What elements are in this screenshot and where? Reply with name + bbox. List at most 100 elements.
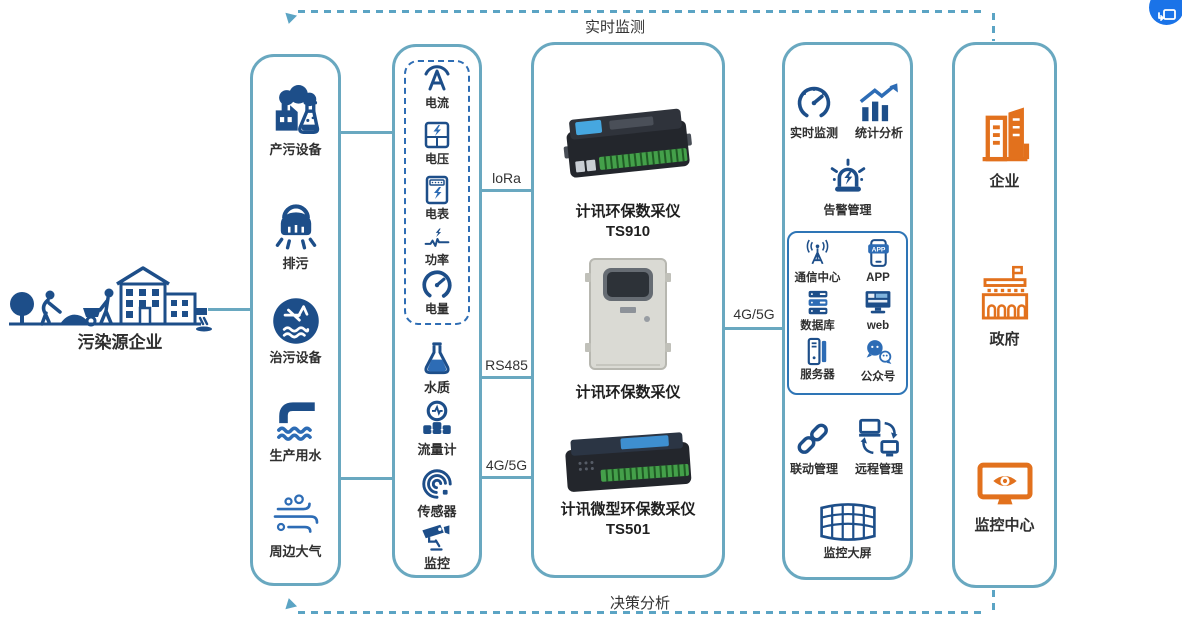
consumer-item-monitor-center: 监控中心 [952, 460, 1057, 535]
sensor-item-energy: 电量 [404, 267, 470, 316]
platform-item-remote: 远程管理 [848, 416, 910, 476]
platform-item-realtime: 实时监测 [784, 82, 844, 140]
cell-label-left: 4G/5G [485, 457, 528, 473]
remote-manage-icon [859, 418, 899, 457]
sensor-item-cctv: 监控 [392, 518, 482, 571]
source-label: 污染源企业 [77, 333, 163, 352]
platform-box [782, 42, 913, 580]
web-monitor-icon [865, 291, 891, 314]
platform-item-web: web [850, 288, 906, 333]
device-name-and-model: 计讯微型环保数采仪 TS501 [560, 500, 695, 539]
top-flow-right-stub [992, 13, 995, 41]
platform-item-label: 联动管理 [789, 462, 838, 476]
site-item-pollution-equipment: 产污设备 [250, 84, 341, 157]
source-connector [208, 308, 250, 311]
device-model: TS501 [605, 520, 651, 538]
platform-item-comm-center: 通信中心 [789, 237, 846, 285]
platform-item-label: 监控大屏 [823, 546, 872, 560]
site-item-treatment-equipment: 治污设备 [250, 294, 341, 365]
svg-text:APP: APP [871, 246, 885, 253]
lora-connector [482, 189, 531, 192]
platform-item-server: 服务器 [789, 336, 846, 382]
sensor-item-label: 电表 [424, 207, 449, 221]
platform-item-big-screen: 监控大屏 [782, 500, 913, 560]
platform-item-label: 通信中心 [794, 272, 841, 284]
platform-item-label: 公众号 [860, 371, 896, 383]
drain-icon [275, 204, 316, 250]
platform-core-group-box [787, 231, 908, 395]
collector-device-ts910: 计讯环保数采仪 TS910 [556, 100, 700, 241]
antenna-icon [806, 239, 829, 265]
platform-item-label: 数据库 [800, 320, 835, 332]
sensor-item-flow-meter: 流量计 [392, 398, 482, 457]
sensor-item-label: 水质 [423, 380, 450, 395]
collector-device-cabinet: 计讯环保数采仪 [556, 255, 700, 403]
server-icon [807, 337, 827, 366]
stats-chart-icon [859, 83, 898, 122]
sensor-item-power: 功率 [404, 226, 470, 267]
platform-item-label: 告警管理 [823, 203, 872, 217]
site-item-ambient-air: 周边大气 [250, 494, 341, 559]
consumer-item-label: 企业 [989, 173, 1020, 190]
water-treatment-icon [272, 298, 319, 344]
sensor-item-label: 电压 [424, 152, 449, 166]
cell-connector-left [482, 476, 531, 479]
rs485-label: RS485 [485, 357, 528, 373]
cabinet-device-image [585, 258, 671, 370]
voltage-icon [424, 121, 450, 149]
sensor-item-label: 监控 [423, 556, 450, 571]
air-icon [273, 494, 318, 533]
government-building-icon [981, 265, 1028, 320]
bottom-flow-right-stub [992, 590, 995, 614]
sensor-item-sensor: 传感器 [392, 466, 482, 519]
rs485-connector [482, 376, 531, 379]
monitor-eye-icon [977, 462, 1032, 505]
cctv-camera-icon [422, 524, 450, 551]
consumer-item-enterprise: 企业 [952, 104, 1057, 191]
site-sensor-connector-bottom [341, 477, 392, 480]
alarm-siren-icon [830, 158, 865, 192]
energy-gauge-icon [422, 270, 452, 300]
top-flow-arrowhead [282, 12, 298, 26]
wechat-icon [866, 340, 891, 364]
site-item-label: 产污设备 [269, 142, 322, 157]
bottom-flow-label: 决策分析 [609, 595, 670, 612]
site-item-discharge: 排污 [250, 196, 341, 271]
platform-item-label: 服务器 [800, 369, 835, 381]
factory-flask-icon [275, 85, 319, 134]
sensor-item-label: 流量计 [417, 442, 457, 457]
sensor-item-current: 电流 [404, 63, 470, 110]
ts910-device-image [563, 108, 692, 178]
bottom-flow-dashed-line [298, 611, 986, 614]
ammeter-icon [424, 65, 450, 91]
platform-item-label: 实时监测 [789, 126, 838, 140]
pollution-source-illustration [9, 266, 212, 332]
platform-item-statistics: 统计分析 [848, 82, 910, 140]
bottom-flow-arrowhead [282, 596, 298, 610]
platform-item-label: 远程管理 [854, 462, 903, 476]
floating-widget-button[interactable] [1149, 0, 1182, 25]
consumer-item-label: 政府 [989, 331, 1020, 348]
collector-device-ts501: 计讯微型环保数采仪 TS501 [548, 430, 708, 539]
electric-meter-icon [425, 175, 449, 205]
platform-item-label: 统计分析 [854, 126, 903, 140]
platform-item-alarm: 告警管理 [782, 155, 913, 217]
consumer-item-label: 监控中心 [974, 517, 1035, 534]
power-sensors-group-box [404, 60, 470, 325]
sensor-waves-icon [422, 469, 452, 499]
screenshot-icon [1157, 9, 1176, 21]
sensor-item-label: 传感器 [417, 504, 457, 519]
device-name: 计讯微型环保数采仪 [560, 501, 696, 518]
flow-meter-icon [423, 400, 451, 434]
realtime-gauge-icon [797, 86, 831, 120]
water-pipe-icon [276, 402, 315, 441]
device-name: 计讯环保数采仪 [575, 203, 681, 220]
sensor-item-label: 功率 [424, 253, 449, 267]
chain-link-icon [797, 423, 828, 454]
platform-item-database: 数据库 [789, 288, 846, 333]
device-name-and-model: 计讯环保数采仪 TS910 [575, 202, 680, 241]
lora-label: loRa [492, 170, 521, 186]
sensor-item-label: 电流 [424, 96, 449, 110]
cell-label-right: 4G/5G [733, 306, 775, 322]
